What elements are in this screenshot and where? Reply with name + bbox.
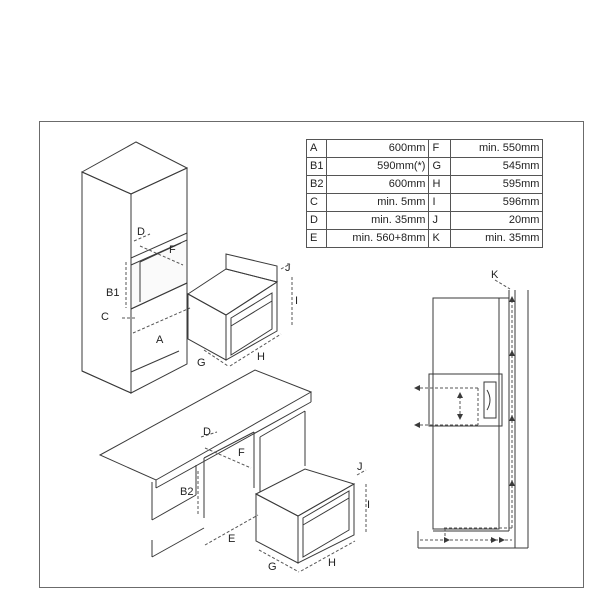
table-cell-k2: K [428,229,452,248]
oven-lower-dims [258,469,367,573]
table-cell-v2: 20mm [450,211,544,230]
diagram-frame [39,121,584,588]
tall-cabinet-dims [122,233,191,334]
label-G-lower: G [268,561,277,573]
label-K: K [491,269,499,281]
label-J-upper: J [285,262,291,274]
oven-upper-dims [203,263,293,367]
label-I-lower: I [367,499,370,511]
kitchen-counter [98,369,313,558]
airflow-lines [420,279,513,541]
label-J-lower: J [357,461,363,473]
label-E: E [228,533,235,545]
table-cell-k1: E [305,229,328,248]
label-I-upper: I [295,295,298,307]
counter-dims [197,431,259,546]
label-F-upper: F [169,244,176,256]
arrowheads [414,296,515,543]
tall-cabinet [80,141,189,394]
label-H-upper: H [257,351,265,363]
oven-lower [254,468,356,564]
table-cell-k1: B2 [305,175,328,194]
section-view [417,290,529,549]
label-F-lower: F [238,447,245,459]
label-B1: B1 [106,287,119,299]
table-cell-v2: min. 35mm [450,229,544,248]
label-A: A [156,334,164,346]
oven-upper [187,253,279,361]
label-D-lower: D [203,426,211,438]
label-G-upper: G [197,357,206,369]
label-H-lower: H [328,557,336,569]
label-D-upper: D [137,226,145,238]
label-B2: B2 [180,486,193,498]
table-cell-v1: min. 560+8mm [326,229,430,248]
label-C: C [101,311,109,323]
